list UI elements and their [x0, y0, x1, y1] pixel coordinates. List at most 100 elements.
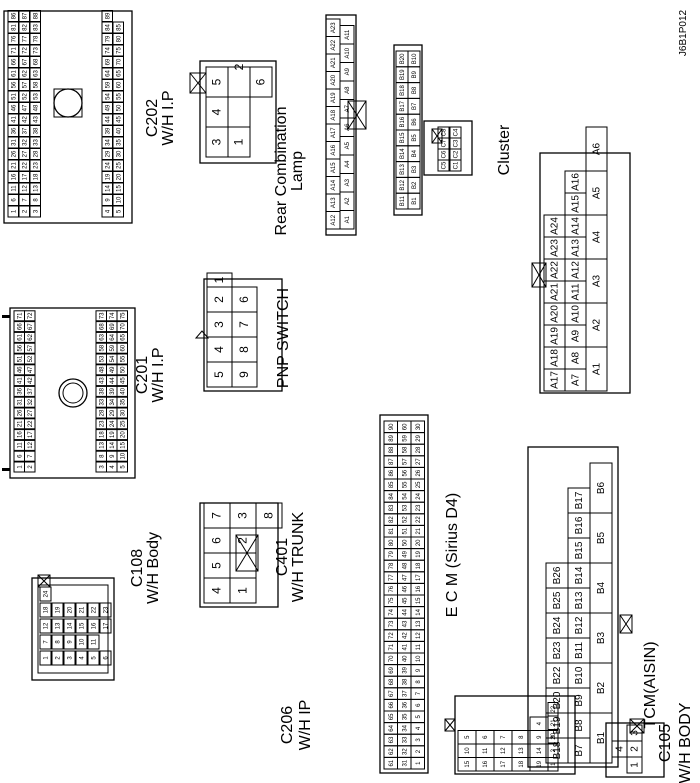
ecm-pin-68: 68 [389, 678, 395, 685]
c202-pin-53: 53 [33, 93, 39, 100]
c202-pin-74: 74 [105, 47, 111, 54]
c401-name: C401 [274, 538, 291, 576]
cluster-c-pin-c5: C5 [442, 161, 448, 169]
c108-pin-21-cavity [75, 602, 88, 618]
tcm-b-pin-b24: B24 [552, 616, 563, 634]
c206-pin-22: 22 [551, 705, 557, 712]
c201-sub: W/H I.P [150, 347, 167, 402]
ecm-pin-16: 16 [416, 585, 422, 592]
c108-pin-22: 22 [92, 606, 98, 613]
c105-sub: W/H BODY [677, 702, 694, 783]
cluster-c-pin-c8-cavity [437, 126, 450, 139]
ecm-pin-73: 73 [389, 620, 395, 627]
ecm-pin-54: 54 [402, 492, 408, 499]
cluster-a-pin-a4: A4 [345, 160, 351, 168]
cluster-a-pin-a11: A11 [345, 29, 351, 40]
tcm-b-pin-b14: B14 [574, 566, 585, 584]
c206-pin-13: 13 [519, 747, 525, 754]
c108-pin-10: 10 [80, 638, 86, 645]
c206-pin-11: 11 [483, 747, 489, 754]
c202-pin-19: 19 [105, 173, 111, 180]
c201-pin-42-cavity [24, 375, 36, 387]
tcm-a-pin-a20: A20 [550, 305, 561, 323]
ecm-pin-25: 25 [416, 481, 422, 488]
connector-outline [3, 10, 133, 224]
tcm-b-pin-b26-cavity [545, 562, 569, 589]
c201-pin-11: 11 [17, 442, 23, 449]
cluster-b-pin-b14: B14 [400, 148, 406, 159]
c206-pin-14: 14 [537, 747, 543, 754]
cluster-b-pin-b9: B9 [412, 70, 418, 78]
tcm-a-pin-a12: A12 [571, 261, 582, 279]
cluster-c-pin-c3: C3 [454, 139, 460, 147]
ecm-pin-71: 71 [389, 643, 395, 650]
ecm-pin-55: 55 [402, 481, 408, 488]
cluster-b-pin-b5: B5 [412, 134, 418, 142]
c201-pin-69: 69 [110, 323, 116, 330]
c105-pin-2: 2 [630, 746, 641, 752]
lock-cross-icon [235, 534, 259, 572]
c401-pin-3: 3 [236, 512, 250, 519]
c202-pin-35: 35 [116, 139, 122, 146]
cluster-b-pin-b2: B2 [412, 181, 418, 189]
c202-pin-31: 31 [11, 139, 17, 146]
c108-pin-13-cavity [51, 618, 64, 634]
c201-pin-72: 72 [28, 312, 34, 319]
c108-pin-19-cavity [51, 602, 64, 618]
c201-pin-1: 1 [17, 465, 23, 469]
cluster-a-pin-a3: A3 [345, 178, 351, 186]
ecm-pin-29: 29 [416, 434, 422, 441]
c108-pin-17-cavity [99, 618, 112, 634]
ecm-pin-6: 6 [416, 703, 422, 707]
c201-pin-60: 60 [120, 344, 126, 351]
c108-pin-12-cavity [39, 618, 52, 634]
c202-pin-71: 71 [11, 47, 17, 54]
c202-pin-43: 43 [33, 116, 39, 123]
ecm-pin-65: 65 [389, 713, 395, 720]
cluster-a-pin-a5: A5 [345, 141, 351, 149]
tcm-a-pin-a6: A6 [592, 142, 603, 155]
ecm-pin-85: 85 [389, 481, 395, 488]
c201-pin-59: 59 [110, 344, 116, 351]
connector-outline [203, 278, 283, 392]
c201-pin-13: 13 [99, 441, 105, 448]
cluster-a-pin-a19: A19 [331, 92, 337, 103]
c201-pin-20: 20 [120, 431, 126, 438]
c108-pin-20: 20 [68, 606, 74, 613]
c202-pin-87: 87 [22, 12, 28, 19]
lock-cross-icon [189, 72, 207, 94]
tcm-b-pin-b12: B12 [574, 616, 585, 634]
rcl-pin-1: 1 [232, 138, 246, 145]
tcm-b-pin-b18: B18 [552, 741, 563, 759]
tcm-b-pin-b6: B6 [596, 481, 607, 494]
c202-pin-88: 88 [33, 12, 39, 19]
cluster-a-pin-a14: A14 [331, 179, 337, 190]
c108-pin-23: 23 [104, 606, 110, 613]
ecm-pin-70: 70 [389, 655, 395, 662]
c202-pin-29: 29 [105, 150, 111, 157]
tcm-a-pin-a16-cavity [564, 170, 587, 194]
rcl-pin-5: 5 [210, 78, 224, 85]
ecm-pin-5: 5 [416, 714, 422, 718]
c201-pin-25: 25 [120, 420, 126, 427]
cluster-a-pin-a23-cavity [325, 18, 341, 37]
c202-pin-84: 84 [105, 24, 111, 31]
c401-pin-7: 7 [210, 512, 224, 519]
tcm-a-pin-a14: A14 [571, 217, 582, 235]
c201-pin-7: 7 [28, 454, 34, 458]
lock-cross-icon [431, 128, 443, 144]
cluster-b-pin-b16: B16 [400, 116, 406, 127]
c202-pin-52: 52 [22, 93, 28, 100]
c108-pin-2: 2 [56, 656, 62, 660]
cluster-a-pin-a8: A8 [345, 86, 351, 94]
c202-pin-1: 1 [11, 209, 17, 213]
ecm-name: E C M (Sirius D4) [444, 493, 461, 617]
ecm-pin-30: 30 [416, 423, 422, 430]
c108-pin-13: 13 [56, 622, 62, 629]
c401-blank-cavity [229, 552, 257, 579]
c201-pin-5: 5 [120, 465, 126, 469]
c201-pin-21: 21 [17, 420, 23, 427]
c201-pin-62-cavity [24, 331, 36, 343]
